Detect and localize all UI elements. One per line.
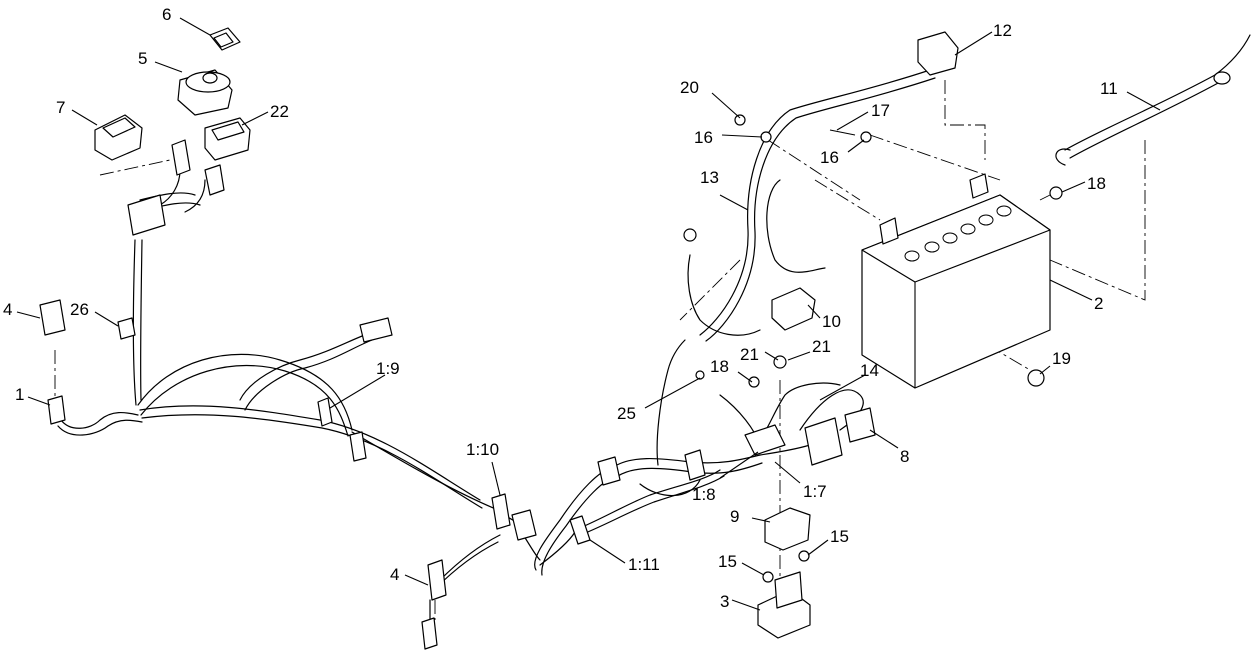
callout-9: 9 <box>730 507 739 526</box>
callout-21: 21 <box>812 337 831 356</box>
hour-meter <box>204 117 251 161</box>
callout-16: 16 <box>820 148 839 167</box>
battery-strap <box>1055 34 1251 166</box>
ignition-switch <box>177 69 233 116</box>
solenoid-cover <box>764 507 811 551</box>
callout-3: 3 <box>720 592 729 611</box>
callout-5: 5 <box>138 49 147 68</box>
battery <box>861 173 1051 389</box>
callout-18: 18 <box>1087 174 1106 193</box>
callout-20: 20 <box>680 78 699 97</box>
ignition-key <box>209 27 241 51</box>
callout-11: 11 <box>1100 79 1118 98</box>
callout-7: 7 <box>56 98 65 117</box>
callout-4: 4 <box>3 300 12 319</box>
callout-leaders <box>16 17 1161 611</box>
assembly-lines <box>54 80 1146 620</box>
callout-1-9: 1:9 <box>376 359 400 378</box>
callout-15: 15 <box>830 527 849 546</box>
callout-1-11: 1:11 <box>628 555 660 574</box>
callout-labels: 6 5 7 22 4 26 1 1:9 1:10 4 1:11 20 12 16… <box>3 5 1118 611</box>
terminal-cover <box>771 287 816 331</box>
callout-6: 6 <box>162 5 171 24</box>
callout-1: 1 <box>15 385 24 404</box>
callout-26: 26 <box>70 300 89 319</box>
rocker-switch <box>94 114 143 161</box>
callout-18: 18 <box>710 357 729 376</box>
callout-13: 13 <box>700 168 719 187</box>
callout-19: 19 <box>1052 349 1071 368</box>
callout-17: 17 <box>871 101 890 120</box>
callout-21: 21 <box>740 345 759 364</box>
battery-cable-13 <box>687 69 936 342</box>
terminal-boot <box>917 31 959 76</box>
callout-2: 2 <box>1094 294 1103 313</box>
callout-4: 4 <box>390 565 399 584</box>
callout-22: 22 <box>270 102 289 121</box>
solenoid-mount <box>757 571 811 639</box>
callout-16: 16 <box>694 128 713 147</box>
callout-25: 25 <box>617 404 636 423</box>
callout-8: 8 <box>900 447 909 466</box>
callout-1-8: 1:8 <box>692 485 716 504</box>
callout-1-10: 1:10 <box>466 440 499 459</box>
callout-1-7: 1:7 <box>803 482 827 501</box>
callout-10: 10 <box>822 312 841 331</box>
connectors <box>39 139 876 650</box>
callout-15: 15 <box>718 552 737 571</box>
callout-12: 12 <box>993 21 1012 40</box>
callout-14: 14 <box>860 361 879 380</box>
